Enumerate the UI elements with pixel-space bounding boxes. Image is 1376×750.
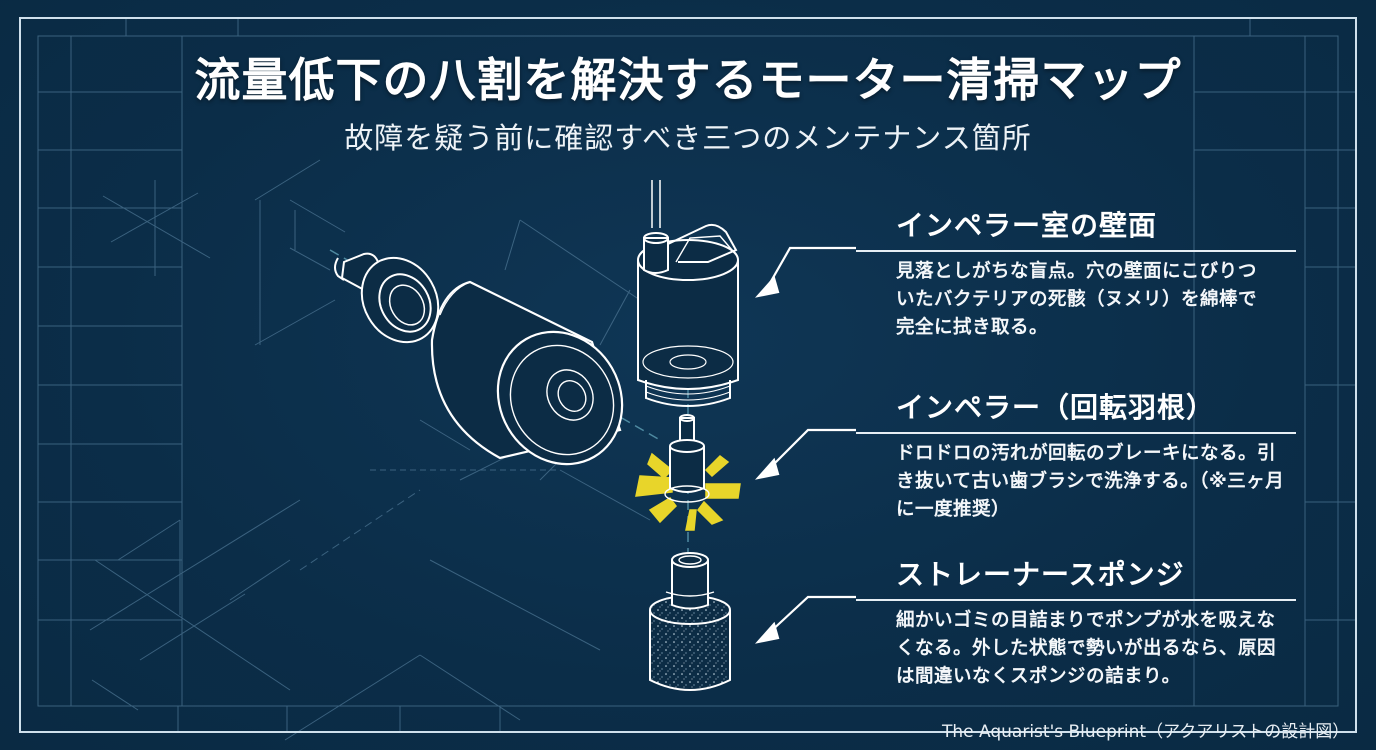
arrowhead-icon: [754, 275, 780, 298]
page-subtitle: 故障を疑う前に確認すべき三つのメンテナンス箇所: [344, 121, 1032, 155]
callout-impeller-chamber: インペラー室の壁面 見落としがちな盲点。穴の壁面にこびりついたバクテリアの死骸（…: [856, 206, 1296, 342]
strainer-sponge: [649, 552, 731, 691]
callout-impeller: インペラー（回転羽根） ドロドロの汚れが回転のブレーキになる。引き抜いて古い歯ブ…: [856, 388, 1296, 524]
callout-body: 見落としがちな盲点。穴の壁面にこびりついたバクテリアの死骸（ヌメリ）を綿棒で完全…: [896, 261, 1258, 338]
callout-divider: [856, 599, 1296, 601]
footer-credit: The Aquarist's Blueprint（アクアリストの設計図）: [942, 722, 1350, 742]
callout-strainer-sponge: ストレーナースポンジ 細かいゴミの目詰まりでポンプが水を吸えなくなる。外した状態…: [856, 555, 1296, 691]
arrow-to-impeller: [767, 428, 856, 471]
callout-heading: ストレーナースポンジ: [896, 558, 1185, 591]
arrow-to-motor-housing: [765, 246, 856, 291]
callout-heading: インペラー（回転羽根）: [896, 391, 1216, 424]
callout-divider: [856, 250, 1296, 252]
inlet-nozzle: [334, 252, 440, 344]
arrow-to-sponge: [767, 595, 856, 635]
callout-heading: インペラー室の壁面: [896, 209, 1158, 242]
leader-arrows: [754, 246, 856, 644]
callout-body: 細かいゴミの目詰まりでポンプが水を吸えなくなる。外した状態で勢いが出るなら、原因…: [896, 610, 1277, 687]
motor-housing: [637, 180, 739, 407]
callout-divider: [856, 432, 1296, 434]
impeller: [635, 414, 741, 531]
rotor-housing: [430, 280, 624, 466]
page-title: 流量低下の八割を解決するモーター清掃マップ: [194, 53, 1182, 107]
arrowhead-icon: [754, 621, 780, 644]
callout-body: ドロドロの汚れが回転のブレーキになる。引き抜いて古い歯ブラシで洗浄する。（※三ヶ…: [896, 443, 1285, 520]
arrowhead-icon: [754, 457, 780, 480]
